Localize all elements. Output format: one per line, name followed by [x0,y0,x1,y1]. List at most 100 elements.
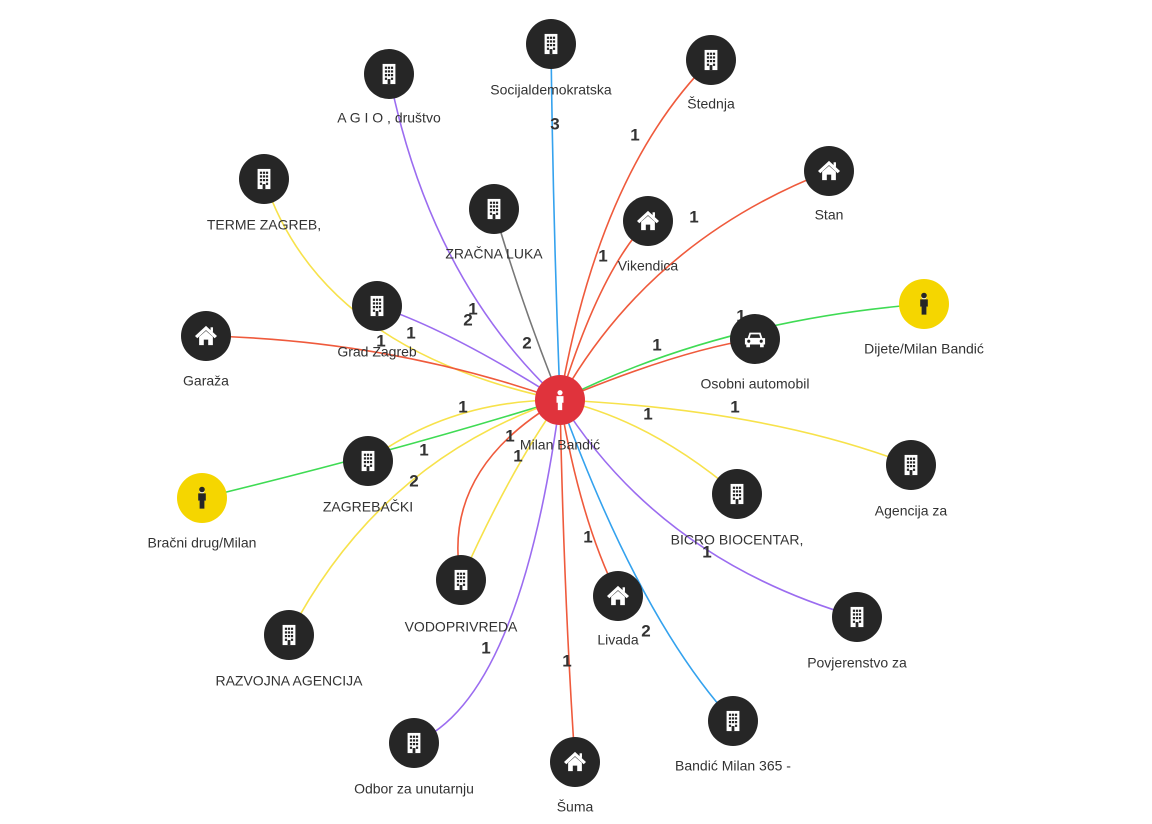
node-odbor[interactable]: Odbor za unutarnju [354,718,474,797]
edge-label-suma: 1 [562,651,571,670]
edge-label-vikendica: 1 [598,246,607,265]
edge-label-zracna: 2 [522,333,531,352]
node-zagrebacki[interactable]: ZAGREBAČKI [323,436,413,515]
edge-label-bracni: 1 [505,426,514,445]
building-icon [544,33,558,55]
edge-label-agio: 1 [468,299,477,318]
node-label-stan: Stan [815,207,844,223]
edge-label-bandic365: 2 [641,621,650,640]
node-bicro[interactable]: BICRO BIOCENTAR, [671,469,804,548]
node-label-razvojna: RAZVOJNA AGENCIJA [215,673,363,689]
node-label-bandic365: Bandić Milan 365 - [675,758,791,774]
node-vodoprivreda[interactable]: VODOPRIVREDA [405,555,518,635]
edge-label-auto: 1 [652,335,661,354]
node-label-odbor: Odbor za unutarnju [354,781,474,797]
node-label-center: Milan Bandić [520,437,600,453]
edge-povjerenstvo[interactable] [559,399,858,618]
edge-zracna[interactable] [493,208,561,401]
building-icon [382,63,396,85]
edge-label-vodoprivreda: 1 [513,446,522,465]
building-icon [454,569,468,591]
edge-label-socijaldemokratska: 3 [550,114,559,133]
edge-suma[interactable] [559,399,576,763]
edge-bracni[interactable] [201,399,561,499]
node-label-terme: TERME ZAGREB, [207,217,321,233]
building-icon [361,450,375,472]
building-icon [726,710,740,732]
edge-stednja[interactable] [559,59,712,401]
node-auto[interactable]: Osobni automobil [701,314,810,392]
edge-razvojna[interactable] [288,399,561,636]
node-label-suma: Šuma [557,799,594,815]
edge-socijaldemokratska[interactable] [550,43,561,401]
edge-garaza[interactable] [205,335,561,401]
node-grad[interactable]: Grad Zagreb [337,281,417,360]
edge-label-livada: 1 [583,527,592,546]
node-zracna[interactable]: ZRAČNA LUKA [445,184,543,262]
node-label-vodoprivreda: VODOPRIVREDA [405,619,518,635]
node-label-stednja: Štednja [687,96,735,112]
node-label-bracni: Bračni drug/Milan [148,535,257,551]
person-figure-icon [920,292,928,315]
node-label-auto: Osobni automobil [701,376,810,392]
edge-label-razvojna: 1 [419,440,428,459]
node-agio[interactable]: A G I O , društvo [337,49,441,126]
building-icon [407,732,421,754]
node-label-dijete: Dijete/Milan Bandić [864,341,984,357]
edge-odbor[interactable] [413,399,561,744]
building-icon [257,168,271,190]
node-suma[interactable]: Šuma [550,737,600,815]
node-agencija[interactable]: Agencija za [875,440,948,519]
building-icon [850,606,864,628]
node-label-socijaldemokratska: Socijaldemokratska [490,82,612,98]
edge-label-bicro: 1 [643,404,652,423]
building-icon [704,49,718,71]
building-icon [370,295,384,317]
edge-label-grad: 2 [463,310,472,329]
edges-layer [201,43,925,763]
node-label-livada: Livada [597,632,638,648]
edge-label-agencija: 1 [730,397,739,416]
node-label-agencija: Agencija za [875,503,948,519]
node-label-garaza: Garaža [183,373,229,389]
node-center[interactable]: Milan Bandić [520,375,600,453]
node-bandic365[interactable]: Bandić Milan 365 - [675,696,791,774]
edge-stan[interactable] [559,170,830,401]
node-povjerenstvo[interactable]: Povjerenstvo za [807,592,907,671]
edge-bandic365[interactable] [559,399,734,722]
node-garaza[interactable]: Garaža [181,311,231,389]
edge-label-zagrebacki: 1 [458,397,467,416]
building-icon [730,483,744,505]
node-bracni[interactable]: Bračni drug/Milan [148,473,257,551]
node-label-zracna: ZRAČNA LUKA [445,246,543,262]
node-label-zagrebacki: ZAGREBAČKI [323,499,413,515]
node-label-bicro: BICRO BIOCENTAR, [671,532,804,548]
edge-label-odbor: 1 [481,638,490,657]
edge-agencija[interactable] [559,399,912,466]
node-socijaldemokratska[interactable]: Socijaldemokratska [490,19,612,98]
node-razvojna[interactable]: RAZVOJNA AGENCIJA [215,610,363,689]
edge-livada[interactable] [559,399,619,597]
node-stednja[interactable]: Štednja [686,35,736,112]
edge-label-povjerenstvo: 1 [702,542,711,561]
edge-label-dijete: 1 [736,306,745,325]
edge-label-terme: 1 [406,323,415,342]
person-figure-icon [198,486,206,509]
edge-label-stan: 1 [689,207,698,226]
building-icon [487,198,501,220]
node-stan[interactable]: Stan [804,146,854,223]
edge-label-garaza: 1 [376,331,385,350]
node-dijete[interactable]: Dijete/Milan Bandić [864,279,984,357]
edge-label-stednja: 1 [630,125,639,144]
edge-vodoprivreda[interactable] [457,399,561,581]
edge-agio[interactable] [388,73,561,401]
node-vikendica[interactable]: Vikendica [618,196,679,274]
node-terme[interactable]: TERME ZAGREB, [207,154,321,233]
node-livada[interactable]: Livada [593,571,643,648]
node-label-grad: Grad Zagreb [337,344,417,360]
node-label-agio: A G I O , društvo [337,110,441,126]
edge-label-vodoprivreda: 2 [409,471,418,490]
